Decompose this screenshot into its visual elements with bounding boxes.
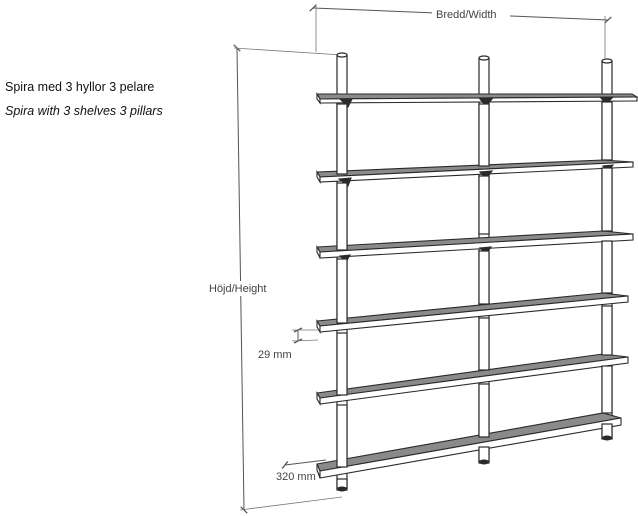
shelf-3 — [316, 230, 634, 263]
height-dimension: Höjd/Height — [207, 44, 343, 514]
shelf-5 — [316, 353, 629, 406]
depth-label: 320 mm — [276, 471, 316, 483]
shelf-4 — [316, 292, 629, 334]
depth-dimension: 320 mm — [276, 459, 327, 483]
shelves — [316, 92, 638, 479]
caption-swedish: Spira med 3 hyllor 3 pelare — [5, 80, 155, 94]
height-label: Höjd/Height — [209, 283, 266, 295]
shelf-1 — [316, 92, 638, 108]
width-label: Bredd/Width — [436, 9, 497, 21]
thickness-dimension: 29 mm — [258, 327, 319, 361]
caption-english: Spira with 3 shelves 3 pillars — [5, 104, 163, 118]
pillar-overlaps — [336, 101, 613, 489]
pillar-feet — [337, 435, 612, 492]
shelf-2 — [316, 159, 634, 187]
thickness-label: 29 mm — [258, 349, 292, 361]
width-dimension: Bredd/Width — [309, 4, 612, 58]
shelf-6 — [316, 412, 622, 479]
